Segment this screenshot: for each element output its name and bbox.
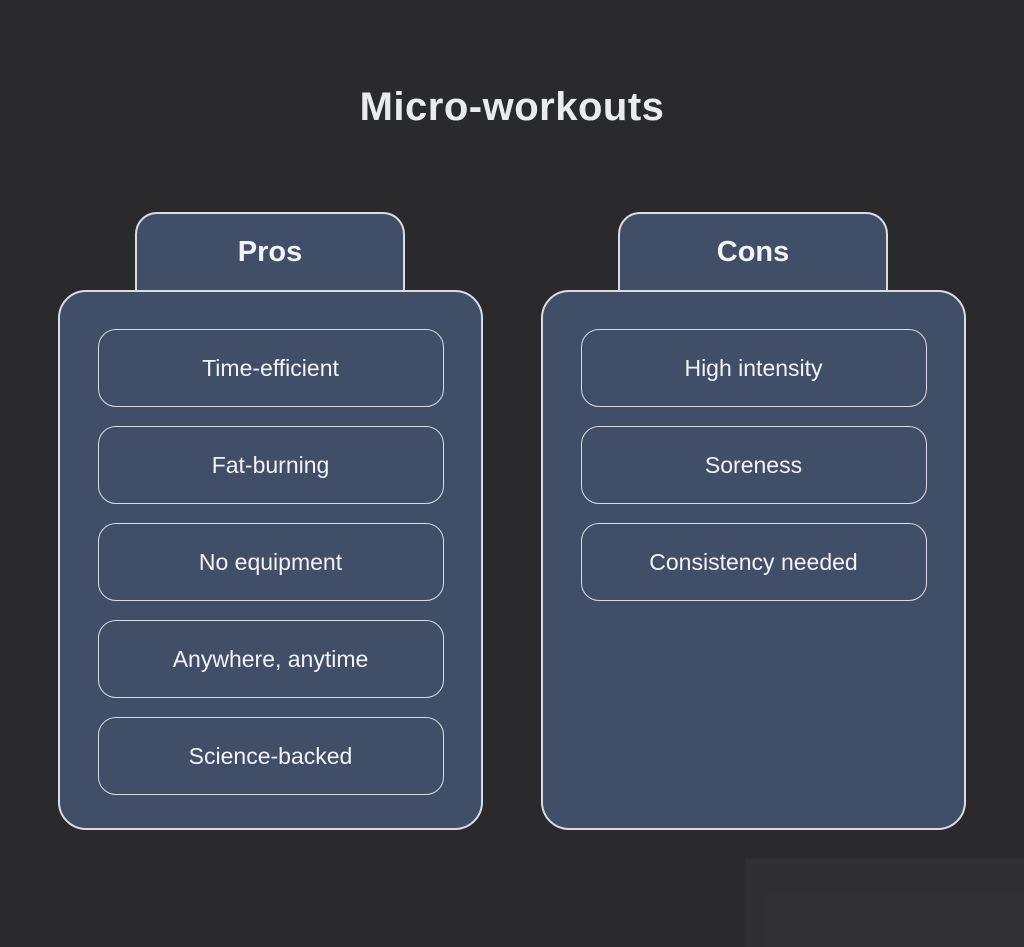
page-title: Micro-workouts — [359, 85, 665, 129]
pros-header-label: Pros — [237, 235, 303, 268]
list-item: Consistency needed — [580, 523, 927, 601]
list-item: High intensity — [580, 329, 927, 407]
list-item: Anywhere, anytime — [97, 620, 444, 698]
watermark-area — [745, 858, 1024, 947]
list-item: No equipment — [97, 523, 444, 601]
list-item: Fat-burning — [97, 426, 444, 504]
list-item: Time-efficient — [97, 329, 444, 407]
cons-header-label: Cons — [716, 235, 790, 268]
list-item: Science-backed — [97, 717, 444, 795]
list-item: Soreness — [580, 426, 927, 504]
